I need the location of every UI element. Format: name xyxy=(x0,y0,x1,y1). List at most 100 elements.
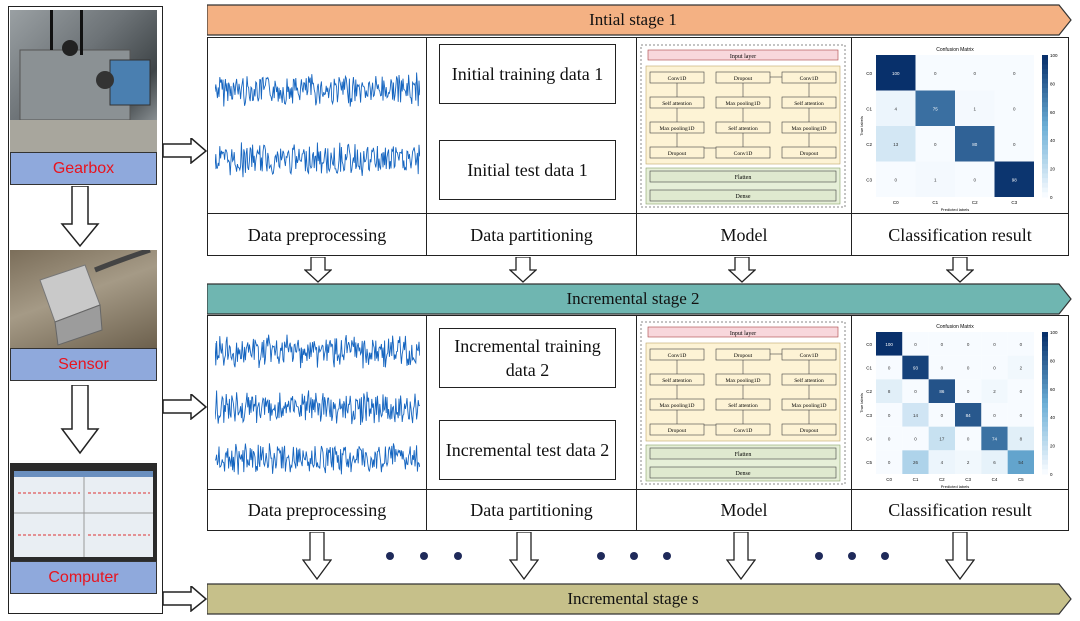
col-label-model: Model xyxy=(637,490,852,531)
cm-cell xyxy=(928,379,955,403)
layer-label: Conv1D xyxy=(734,428,753,434)
colorbar-segment xyxy=(1042,92,1048,99)
down-arrow-icon xyxy=(728,257,756,283)
cm-cell xyxy=(928,355,955,380)
cm-cell xyxy=(876,161,916,197)
stage-s-title: Incremental stage s xyxy=(567,589,699,608)
input-layer-label: Input layer xyxy=(730,331,756,337)
sensor-photo xyxy=(10,250,157,350)
cm-cell-value: 93 xyxy=(913,366,919,371)
input-layer-label: Input layer xyxy=(730,54,756,60)
colorbar-tick: 20 xyxy=(1050,444,1056,449)
colorbar-tick: 20 xyxy=(1050,167,1056,172)
cm-cell-value: 75 xyxy=(933,106,939,111)
colorbar-segment xyxy=(1042,149,1048,155)
cm-cell-value: 14 xyxy=(913,413,919,418)
ellipsis-dot xyxy=(597,552,605,560)
colorbar-segment xyxy=(1042,365,1048,371)
cm-cell-value: 0 xyxy=(973,177,976,182)
vibration-signals-stage-1 xyxy=(215,72,420,178)
colorbar-segment xyxy=(1042,388,1048,395)
cm-cell-value: 0 xyxy=(1020,342,1023,347)
layer-label: Dropout xyxy=(734,76,753,82)
layer-block xyxy=(649,423,705,436)
colorbar-tick: 100 xyxy=(1050,53,1058,58)
down-arrow-icon xyxy=(60,385,100,455)
cm-cell-value: 0 xyxy=(941,413,944,418)
cm-y-tick: C2 xyxy=(866,389,872,394)
cm-cell-value: 0 xyxy=(1020,389,1023,394)
colorbar-segment xyxy=(1042,182,1048,189)
colorbar-segment xyxy=(1042,59,1048,65)
colorbar-segment xyxy=(1042,55,1048,61)
cm-cell xyxy=(981,379,1008,403)
colorbar-tick: 80 xyxy=(1050,81,1056,86)
cm-title: Confusion Matrix xyxy=(936,47,974,53)
cm-cell xyxy=(915,161,955,197)
colorbar-tick: 80 xyxy=(1050,358,1056,363)
ellipsis-dot xyxy=(663,552,671,560)
colorbar-tick: 0 xyxy=(1050,472,1053,477)
cm-x-tick: C2 xyxy=(972,200,978,205)
cm-cell-value: 0 xyxy=(993,413,996,418)
cm-cell xyxy=(876,379,903,403)
cm-cell xyxy=(981,332,1008,356)
down-arrow-icon xyxy=(945,532,975,580)
cm-cell-value: 0 xyxy=(967,342,970,347)
down-arrow-icon xyxy=(304,257,332,283)
cm-x-tick: C0 xyxy=(893,200,899,205)
test-data-box-1: Initial test data 1 xyxy=(439,140,616,200)
sensor-label: Sensor xyxy=(10,348,157,381)
layer-label: Self attention xyxy=(662,377,692,384)
layer-label: Conv1D xyxy=(800,353,819,359)
train-data-box-2: Incremental training data 2 xyxy=(439,328,616,388)
cm-cell xyxy=(1007,355,1034,380)
cm-cell-value: 26 xyxy=(913,460,919,465)
cm-cell-value: 0 xyxy=(888,460,891,465)
layer-label: Dropout xyxy=(800,151,819,157)
stage-1-bar xyxy=(207,4,1072,36)
cm-x-tick: C4 xyxy=(992,477,998,482)
cm-cell-value: 2 xyxy=(1020,366,1023,371)
colorbar-segment xyxy=(1042,407,1048,413)
colorbar-segment xyxy=(1042,421,1048,428)
cm-cell-value: 2 xyxy=(993,389,996,394)
cm-cell-value: 17 xyxy=(939,437,945,442)
colorbar-segment xyxy=(1042,64,1048,70)
colorbar-segment xyxy=(1042,384,1048,390)
cm-cell xyxy=(955,126,995,162)
cm-cell-value: 8 xyxy=(888,389,891,394)
layer-block xyxy=(715,146,771,159)
layer-label: Conv1D xyxy=(734,151,753,157)
colorbar-tick: 40 xyxy=(1050,415,1056,420)
cm-cell xyxy=(955,355,982,380)
colorbar-segment xyxy=(1042,168,1048,174)
train-data-box-1: Initial training data 1 xyxy=(439,44,616,104)
cm-cell xyxy=(876,426,903,451)
cm-y-tick: C1 xyxy=(866,366,872,371)
cm-cell xyxy=(981,355,1008,380)
right-arrow-icon xyxy=(163,586,207,612)
down-arrow-icon xyxy=(302,532,332,580)
col-label-result: Classification result xyxy=(888,224,1032,245)
cm-y-tick: C1 xyxy=(866,106,872,111)
cm-cell-value: 0 xyxy=(888,437,891,442)
cm-cell xyxy=(902,332,929,356)
colorbar-segment xyxy=(1042,355,1048,361)
cm-x-tick: C3 xyxy=(1011,200,1017,205)
colorbar-segment xyxy=(1042,69,1048,75)
cm-cell-value: 0 xyxy=(967,437,970,442)
colorbar-segment xyxy=(1042,159,1048,165)
colorbar-segment xyxy=(1042,379,1048,385)
cm-cell xyxy=(981,450,1008,474)
cm-cell-value: 0 xyxy=(914,437,917,442)
cm-xlabel: Predicted labels xyxy=(941,484,969,489)
stage-s-bar xyxy=(207,583,1072,615)
colorbar-segment xyxy=(1042,341,1048,347)
layer-label: Max pooling1D xyxy=(726,378,761,384)
ellipsis-dot xyxy=(454,552,462,560)
signal-trace xyxy=(215,72,420,107)
right-arrow-icon xyxy=(163,138,207,164)
layer-label: Self attention xyxy=(794,100,824,107)
